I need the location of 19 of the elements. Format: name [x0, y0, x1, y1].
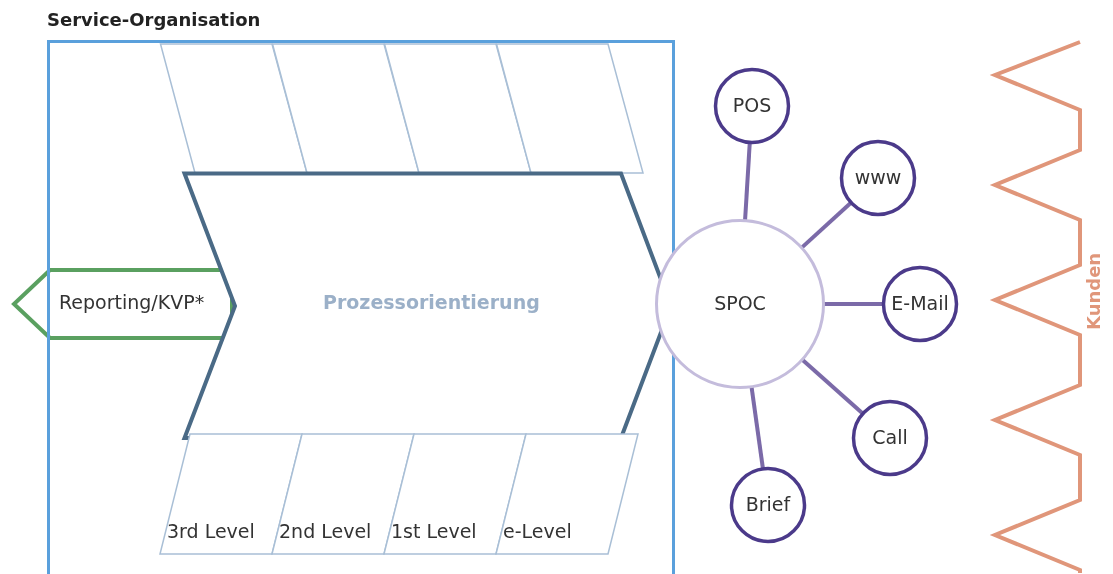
- connector-line: [743, 142, 752, 221]
- level-label: e-Level: [503, 520, 572, 543]
- channel-label: SPOC: [713, 292, 767, 315]
- level-label: 3rd Level: [167, 520, 255, 543]
- connector-line: [800, 201, 853, 249]
- level-label: 2nd Level: [279, 520, 372, 543]
- connector-line: [824, 302, 883, 306]
- process-label: Prozessorientierung: [323, 291, 540, 314]
- level-label: 1st Level: [391, 520, 477, 543]
- channel-label: Brief: [744, 493, 792, 516]
- channel-label: Call: [871, 426, 909, 449]
- channel-label: www: [853, 166, 903, 189]
- connector-line: [749, 386, 765, 469]
- channel-label: E-Mail: [890, 292, 950, 315]
- connector-line: [801, 358, 864, 415]
- section-heading: Service-Organisation: [47, 9, 261, 31]
- side-label: Kunden: [1083, 252, 1105, 330]
- channel-label: POS: [731, 94, 773, 117]
- report-label: Reporting/KVP*: [59, 291, 205, 314]
